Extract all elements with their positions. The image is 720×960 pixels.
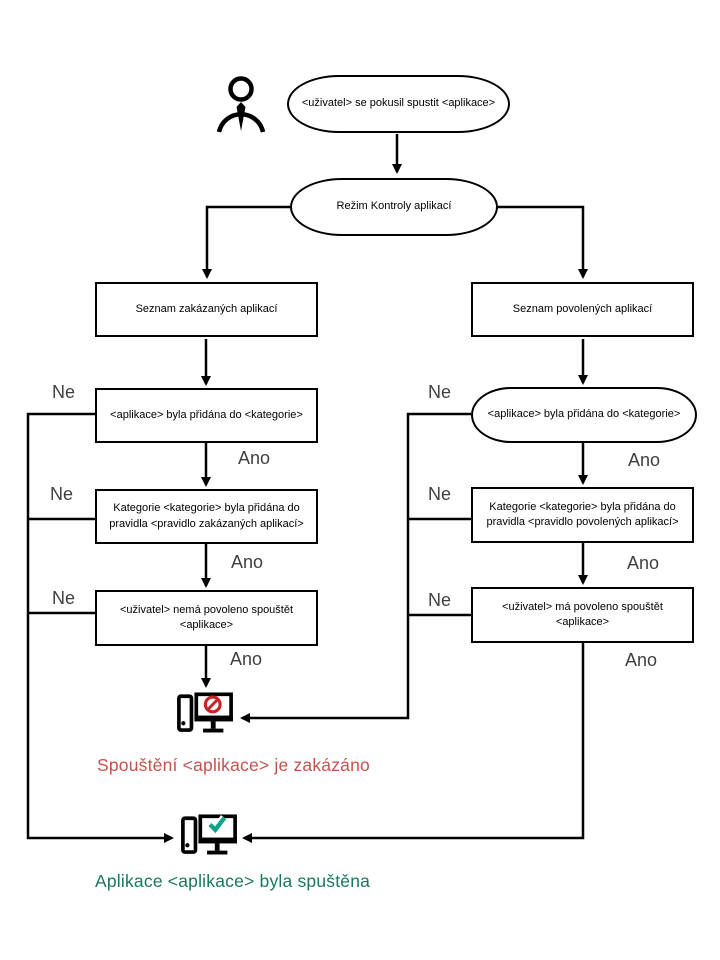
node-right-check-category: <aplikace> byla přidána do <kategorie> — [471, 387, 697, 443]
label-no-right-3: Ne — [428, 590, 452, 610]
label-yes-left-1: Ano — [238, 448, 271, 468]
label-yes-right-3: Ano — [625, 650, 658, 670]
blocked-computer-icon — [177, 692, 233, 733]
label-no-right-2: Ne — [428, 484, 452, 504]
allowed-computer-icon — [181, 814, 237, 855]
user-icon — [216, 76, 266, 133]
label-no-right-1: Ne — [428, 382, 452, 402]
label-yes-left-3: Ano — [230, 649, 263, 669]
label-yes-right-2: Ano — [627, 553, 660, 573]
node-left-check-user: <uživatel> nemá povoleno spouštět <aplik… — [95, 590, 318, 646]
node-left-check-rule: Kategorie <kategorie> byla přidána do pr… — [95, 489, 318, 544]
rail-right-yes-to-allowed — [242, 643, 585, 843]
node-left-check-category: <aplikace> byla přidána do <kategorie> — [95, 388, 318, 443]
allowed-status-text: Aplikace <aplikace> byla spuštěna — [95, 871, 371, 891]
label-yes-right-1: Ano — [628, 450, 661, 470]
label-yes-left-2: Ano — [231, 552, 264, 572]
arrow-mode-to-allowlist — [496, 205, 588, 279]
prohibition-icon — [203, 695, 222, 714]
arrow-mode-to-denylist — [202, 205, 292, 279]
node-allowlist: Seznam povolených aplikací — [471, 282, 694, 337]
node-right-check-user: <uživatel> má povoleno spouštět <aplikac… — [471, 587, 694, 643]
label-no-left-1: Ne — [52, 382, 76, 402]
rail-left-no-to-allowed — [26, 412, 174, 843]
checkmark-icon — [206, 815, 228, 837]
label-no-left-3: Ne — [52, 588, 76, 608]
node-right-check-rule: Kategorie <kategorie> byla přidána do pr… — [471, 487, 694, 543]
blocked-status-text: Spouštění <aplikace> je zakázáno — [97, 755, 370, 775]
rail-right-no-to-blocked — [240, 412, 471, 723]
node-denylist: Seznam zakázaných aplikací — [95, 282, 318, 337]
node-control-mode: Režim Kontroly aplikací — [290, 178, 498, 236]
node-start: <uživatel> se pokusil spustit <aplikace> — [287, 75, 510, 133]
label-no-left-2: Ne — [50, 484, 74, 504]
